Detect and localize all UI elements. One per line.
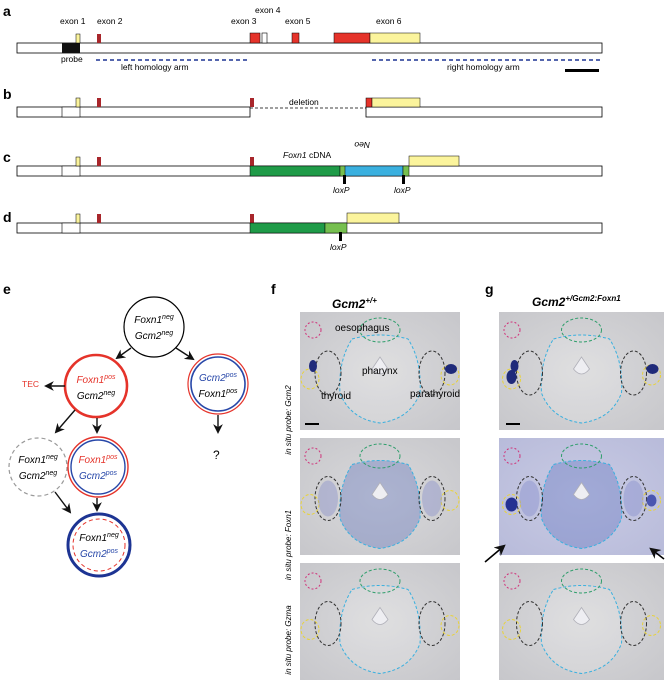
tec-label: TEC: [22, 379, 39, 389]
lineage-node-gcm2pos: [190, 356, 246, 412]
parathyroid-label: parathyroid: [410, 389, 460, 400]
panel-label-d: d: [3, 209, 12, 225]
question-mark: ?: [213, 448, 220, 462]
tile-g3: [499, 563, 664, 680]
loxp-label-2: loxP: [394, 185, 411, 195]
panel-label-b: b: [3, 86, 12, 102]
node-top-foxn1: Foxn1neg: [134, 314, 174, 326]
oesophagus-label: oesophagus: [335, 323, 390, 334]
col-g-title: Gcm2+/Gcm2:Foxn1: [532, 294, 621, 309]
loxp-label-1: loxP: [333, 185, 350, 195]
col-f-title: Gcm2+/+: [332, 296, 377, 311]
panel-label-e: e: [3, 281, 11, 297]
lineage-node-foxn1pos: [63, 353, 129, 419]
node-top-gcm2: Gcm2neg: [135, 330, 173, 342]
exon2-label: exon 2: [97, 16, 123, 26]
loxp-label-d: loxP: [330, 242, 347, 252]
exon1-label: exon 1: [60, 16, 86, 26]
panel-label-c: c: [3, 149, 11, 165]
node-bottom-gcm2: Gcm2pos: [80, 548, 118, 560]
lineage-node-grey: [8, 437, 68, 497]
node-blue-foxn1: Foxn1pos: [198, 388, 238, 400]
arrow-left-g2: [484, 544, 506, 563]
exon5-label: exon 5: [285, 16, 311, 26]
tile-f3: [300, 563, 460, 680]
tile-f2: [300, 438, 460, 555]
gene-map-a: [16, 32, 603, 72]
histology-grid: [300, 312, 664, 680]
neo-label: Neo: [354, 140, 370, 150]
gene-map-b: [16, 97, 603, 118]
panel-label-a: a: [3, 3, 11, 19]
right-homology-arm-label: right homology arm: [447, 62, 520, 72]
node-blue-gcm2: Gcm2pos: [199, 372, 237, 384]
foxn1-cdna-label: Foxn1 cDNA: [283, 150, 332, 160]
exon6-label: exon 6: [376, 16, 402, 26]
left-homology-arm-label: left homology arm: [121, 62, 189, 72]
exon4-label: exon 4: [255, 5, 281, 15]
node-mid-foxn1: Foxn1pos: [78, 454, 118, 466]
probe-label-row1: in situ probe: Gcm2: [284, 385, 293, 455]
exon3-label: exon 3: [231, 16, 257, 26]
lineage-node-double-pos: [70, 439, 126, 495]
scale-bar-f: [305, 423, 319, 425]
gene-map-c: [16, 155, 603, 184]
tile-g1: [499, 312, 664, 430]
gene-map-d: [16, 212, 603, 241]
deletion-label: deletion: [289, 97, 319, 107]
node-grey-gcm2: Gcm2neg: [19, 470, 57, 482]
probe-label-row2: in situ probe: Foxn1: [284, 510, 293, 580]
neo-block: [344, 165, 404, 177]
foxn1-cdna-block: [249, 165, 341, 177]
node-mid-gcm2: Gcm2pos: [79, 470, 117, 482]
tile-f1: [300, 312, 460, 430]
thyroid-label: thyroid: [321, 391, 351, 402]
panel-label-f: f: [271, 281, 276, 297]
node-bottom-foxn1: Foxn1neg: [79, 532, 119, 544]
lineage-diagram: Foxn1neg Gcm2neg Foxn1pos Gcm2neg Gcm2po…: [8, 296, 249, 578]
arrow-right-g2: [649, 547, 665, 560]
panel-label-g: g: [485, 281, 494, 297]
probe-region: [62, 43, 80, 53]
node-red-foxn1: Foxn1pos: [76, 374, 116, 386]
pharynx-label: pharynx: [362, 366, 398, 377]
tile-g2: [499, 438, 664, 555]
node-grey-foxn1: Foxn1neg: [18, 454, 58, 466]
probe-label-row3: in situ probe: Gzma: [284, 605, 293, 675]
scale-bar-g: [506, 423, 520, 425]
probe-label: probe: [61, 54, 83, 64]
scale-bar: [565, 69, 599, 72]
node-red-gcm2: Gcm2neg: [77, 390, 115, 402]
lineage-node-bottom: [66, 512, 132, 578]
lineage-node-top: [123, 296, 185, 358]
